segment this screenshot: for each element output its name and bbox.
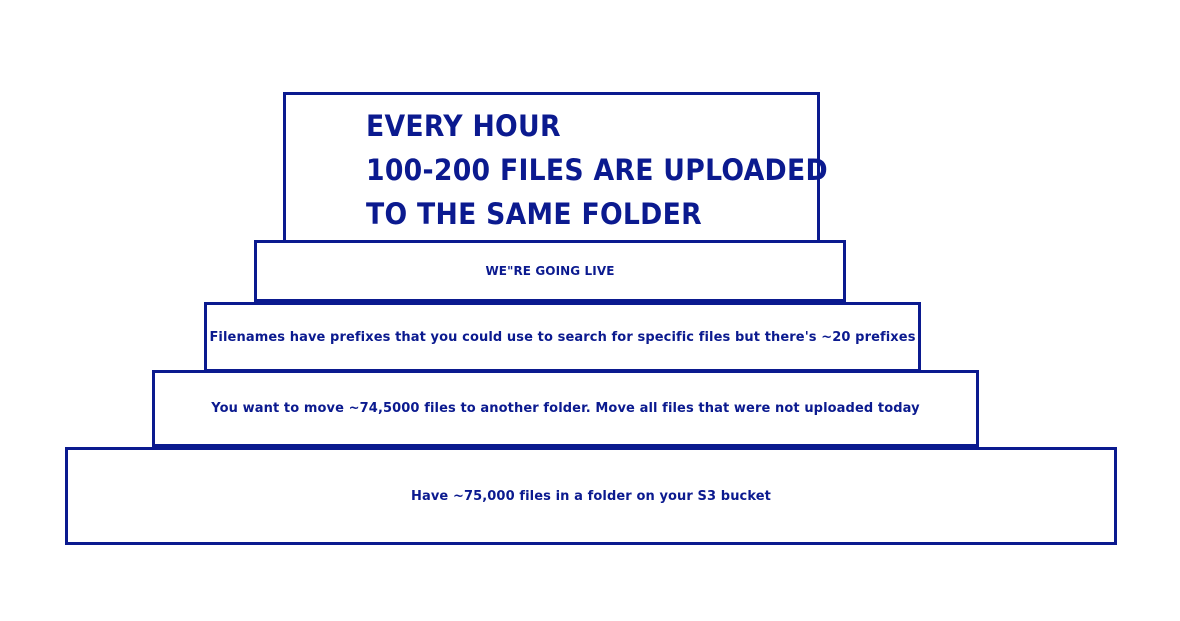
headline-line-3: TO THE SAME FOLDER xyxy=(366,197,702,231)
tier-going-live-label: WE"RE GOING LIVE xyxy=(485,264,615,278)
pyramid-tier-base: Have ~75,000 files in a folder on your S… xyxy=(65,447,1117,545)
headline-line-2: 100-200 FILES ARE UPLOADED xyxy=(366,153,828,187)
headline-line-1: EVERY HOUR xyxy=(366,109,561,143)
pyramid-tier-top: EVERY HOUR 100-200 FILES ARE UPLOADED TO… xyxy=(283,92,828,240)
tier-top-headline: EVERY HOUR 100-200 FILES ARE UPLOADED TO… xyxy=(366,105,868,235)
pyramid-tier-going-live: WE"RE GOING LIVE xyxy=(254,240,846,302)
pyramid-tier-prefixes: Filenames have prefixes that you could u… xyxy=(204,302,921,372)
tier-move-files-label: You want to move ~74,5000 files to anoth… xyxy=(211,401,920,416)
tier-prefixes-label: Filenames have prefixes that you could u… xyxy=(209,329,916,345)
tier-base-label: Have ~75,000 files in a folder on your S… xyxy=(411,488,771,504)
pyramid-tier-move-files: You want to move ~74,5000 files to anoth… xyxy=(152,370,979,447)
